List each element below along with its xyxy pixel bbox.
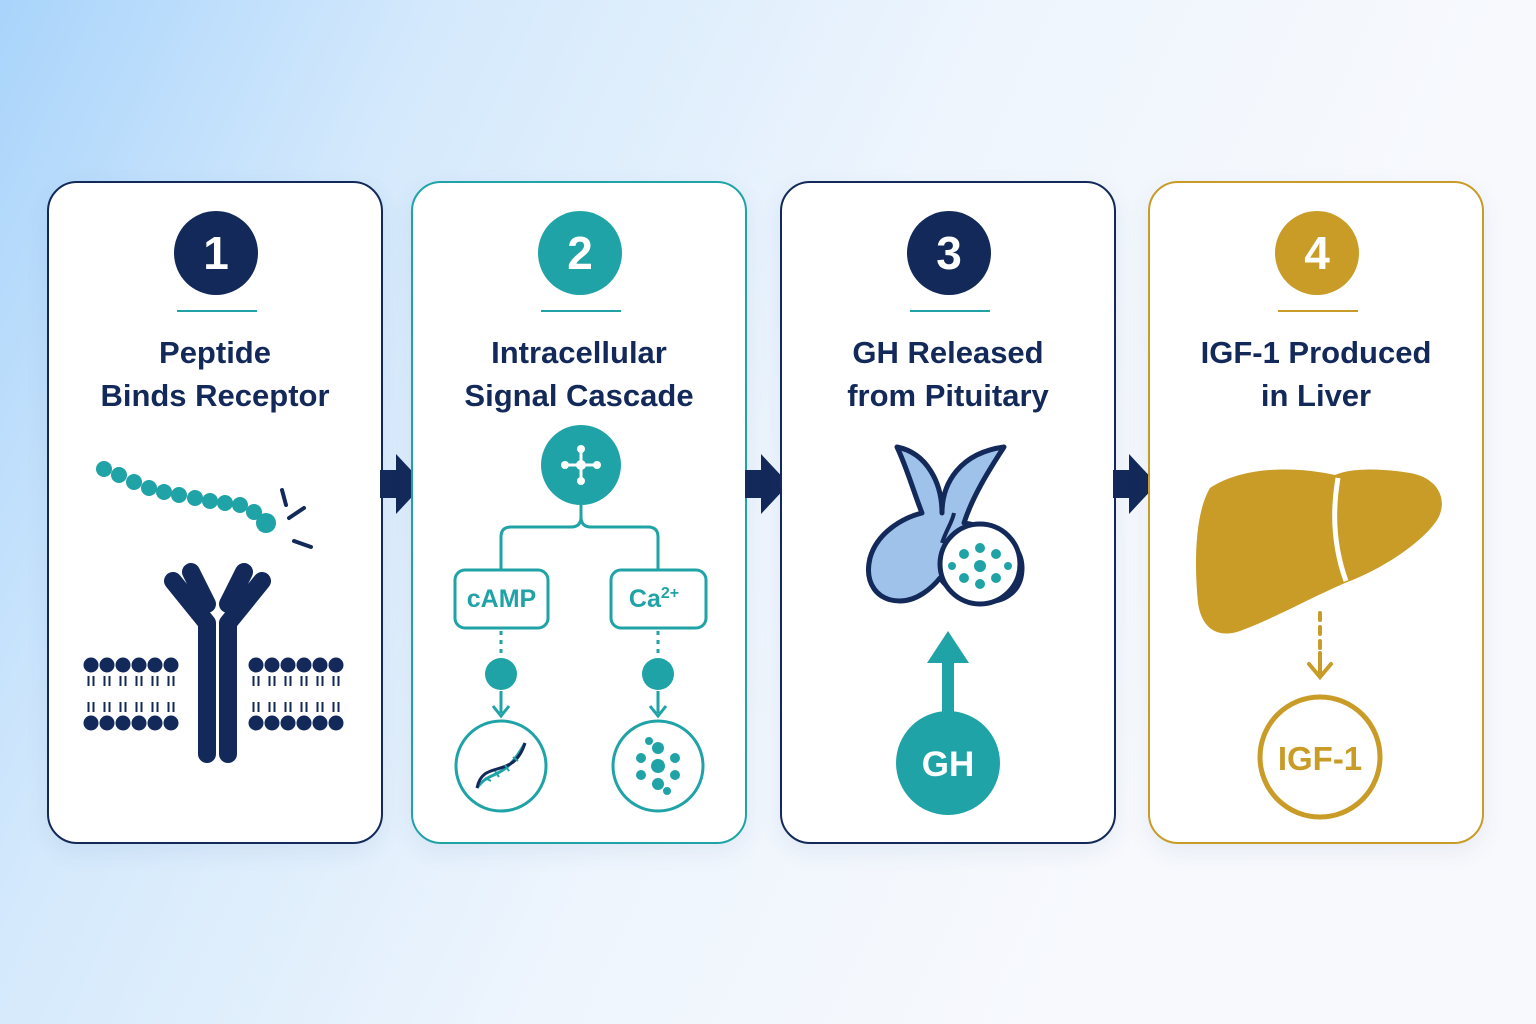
signal-dot [485,658,517,690]
step-number-badge: 1 [174,211,258,295]
pituitary-gland-icon: GH [866,444,1025,815]
peptide-receptor-membrane-icon [83,461,344,763]
secretory-granules-icon [948,543,1012,589]
gh-label: GH [922,745,975,784]
step-title: Peptide Binds Receptor [100,335,330,413]
peptide-chain-icon [96,461,276,533]
arrow-right-icon [745,454,789,514]
divider [177,310,257,312]
liver-icon: IGF-1 [1195,469,1442,820]
step-title: Intracellular Signal Cascade [464,335,694,413]
secretory-granules-icon [611,719,705,813]
step-title: GH Released from Pituitary [847,335,1049,413]
step-card-2: 2 Intracellular Signal Cascade cAMP Ca2+ [411,181,747,844]
signal-dot [642,658,674,690]
arrow-up-icon [927,631,969,715]
binding-spark-icon [280,488,313,549]
cell-membrane-icon [83,657,344,731]
calcium-label: Ca2+ [629,585,679,613]
step-card-4: 4 IGF-1 Produced in Liver IGF-1 [1148,181,1484,844]
gh-hormone-badge [896,711,1000,815]
receptor-icon [164,563,271,763]
divider [1278,310,1358,312]
igf1-label: IGF-1 [1278,740,1362,777]
arrow-right-icon [380,454,424,514]
step-card-1: 1 Peptide Binds Receptor [47,181,383,844]
igf1-hormone-badge [1257,694,1383,820]
divider [541,310,621,312]
step-number-badge: 3 [907,211,991,295]
camp-box [453,568,550,630]
step-title: IGF-1 Produced in Liver [1200,335,1432,413]
divider [910,310,990,312]
step-card-3: 3 GH Released from Pituitary GH [780,181,1116,844]
step-number-badge: 2 [538,211,622,295]
camp-label: cAMP [467,585,536,613]
step-number-badge: 4 [1275,211,1359,295]
branch-connector [499,505,660,570]
calcium-box [609,568,708,630]
arrow-right-icon [1113,454,1157,514]
dna-icon [454,719,548,813]
signal-cascade-icon: cAMP Ca2+ [453,425,708,813]
